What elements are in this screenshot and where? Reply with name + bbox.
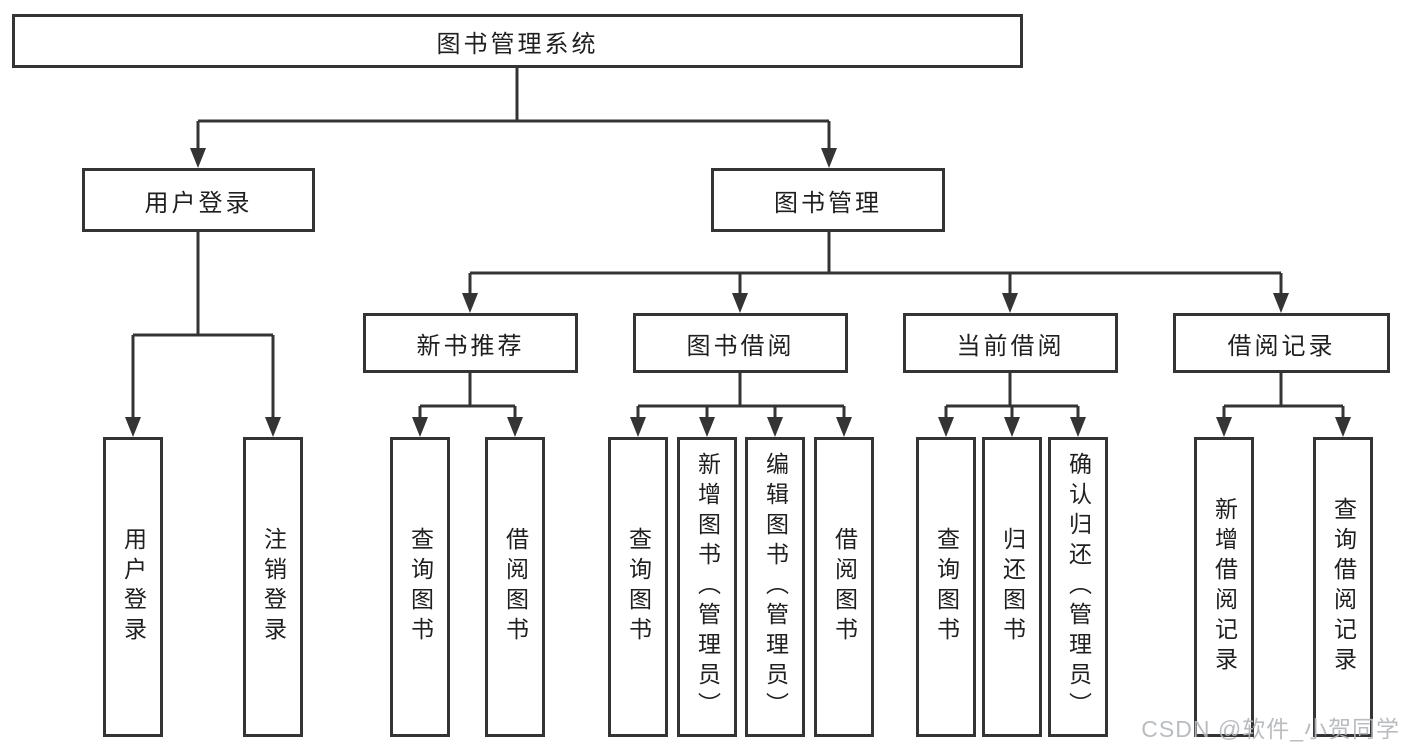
node-book-borrow: 图书借阅: [633, 313, 848, 373]
csdn-watermark: CSDN @软件_小贺同学: [1141, 716, 1400, 742]
node-root-library-system: 图书管理系统: [12, 14, 1023, 68]
arrowhead-icon: [767, 417, 783, 437]
leaf-label: 新增借阅记录: [1211, 497, 1238, 677]
node-new-book-recommend: 新书推荐: [363, 313, 578, 373]
arrowhead-icon: [1004, 417, 1020, 437]
arrowhead-icon: [630, 417, 646, 437]
arrowhead-icon: [836, 417, 852, 437]
node-user-login: 用户登录: [82, 168, 315, 232]
leaf-return-book: 归还图书: [982, 437, 1042, 737]
leaf-query-book-1: 查询图书: [390, 437, 450, 737]
leaf-query-book-3: 查询图书: [916, 437, 976, 737]
leaf-label: 查询借阅记录: [1330, 497, 1357, 677]
arrowhead-icon: [190, 148, 206, 168]
leaf-label: 新增图书（管理员）: [694, 452, 721, 722]
connector-records-to-leaves: [1216, 373, 1351, 437]
arrowhead-icon: [412, 417, 428, 437]
leaf-label: 归还图书: [999, 527, 1026, 647]
leaf-user-login: 用户登录: [103, 437, 163, 737]
leaf-label: 借阅图书: [502, 527, 529, 647]
leaf-label: 编辑图书（管理员）: [762, 452, 789, 722]
arrowhead-icon: [699, 417, 715, 437]
arrowhead-icon: [1070, 417, 1086, 437]
leaf-borrow-book-1: 借阅图书: [485, 437, 545, 737]
leaf-label: 查询图书: [625, 527, 652, 647]
connector-borrow-to-leaves: [630, 373, 852, 437]
node-borrow-records: 借阅记录: [1173, 313, 1390, 373]
node-current-borrow: 当前借阅: [903, 313, 1118, 373]
connector-userlogin-to-leaves: [125, 232, 281, 437]
leaf-query-borrow-record: 查询借阅记录: [1313, 437, 1373, 737]
arrowhead-icon: [1002, 293, 1018, 313]
arrowhead-icon: [938, 417, 954, 437]
connector-current-to-leaves: [938, 373, 1086, 437]
connector-newbook-to-leaves: [412, 373, 523, 437]
leaf-label: 确认归还（管理员）: [1065, 452, 1092, 722]
arrowhead-icon: [507, 417, 523, 437]
leaf-label: 查询图书: [407, 527, 434, 647]
arrowhead-icon: [265, 417, 281, 437]
arrowhead-icon: [1273, 293, 1289, 313]
arrowhead-icon: [821, 148, 837, 168]
leaf-add-book-admin: 新增图书（管理员）: [677, 437, 737, 737]
leaf-confirm-return-admin: 确认归还（管理员）: [1048, 437, 1108, 737]
arrowhead-icon: [125, 417, 141, 437]
connector-root-to-level2: [190, 68, 837, 168]
leaf-borrow-book-2: 借阅图书: [814, 437, 874, 737]
leaf-query-book-2: 查询图书: [608, 437, 668, 737]
leaf-edit-book-admin: 编辑图书（管理员）: [745, 437, 805, 737]
arrowhead-icon: [1335, 417, 1351, 437]
leaf-label: 查询图书: [933, 527, 960, 647]
node-book-management: 图书管理: [711, 168, 945, 232]
leaf-add-borrow-record: 新增借阅记录: [1194, 437, 1254, 737]
leaf-label: 注销登录: [260, 527, 287, 647]
leaf-logout: 注销登录: [243, 437, 303, 737]
leaf-label: 借阅图书: [831, 527, 858, 647]
connector-bookmgmt-to-groups: [462, 232, 1289, 313]
arrowhead-icon: [462, 293, 478, 313]
arrowhead-icon: [1216, 417, 1232, 437]
arrowhead-icon: [732, 293, 748, 313]
leaf-label: 用户登录: [120, 527, 147, 647]
